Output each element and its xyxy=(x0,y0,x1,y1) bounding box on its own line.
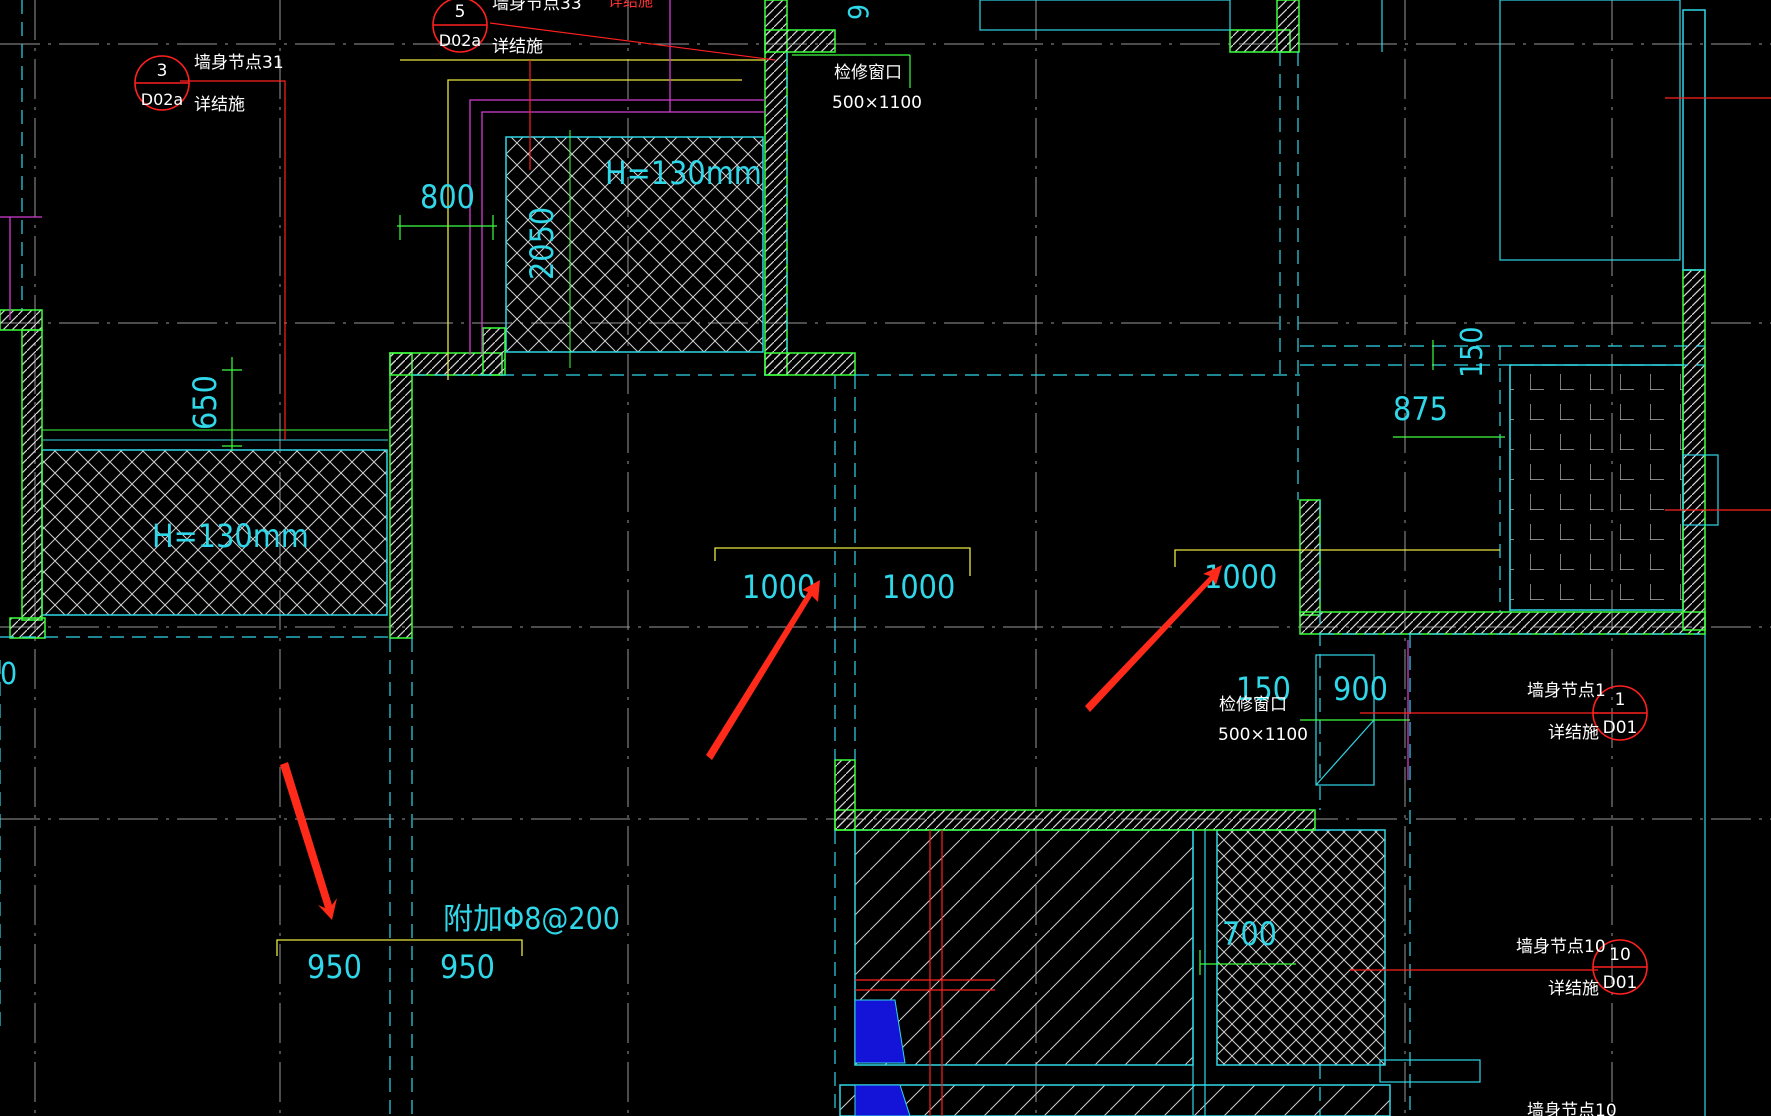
dim-150-a: 150 xyxy=(1455,326,1490,378)
cyan-dashed-lines xyxy=(0,0,1706,1116)
green-dimension-lines xyxy=(222,54,1505,975)
arrow-1 xyxy=(280,762,337,920)
callout-5-num: 5 xyxy=(455,2,466,22)
callout-1-sub: 详结施 xyxy=(1548,723,1599,743)
slab-right xyxy=(1509,364,1684,611)
callout-10-sheet: D01 xyxy=(1603,973,1638,993)
callout-1-sheet: D01 xyxy=(1603,718,1638,738)
callout-3-sub: 详结施 xyxy=(194,95,245,115)
slab-bottom xyxy=(839,829,1391,1116)
hatch-window-1-size: 500×1100 xyxy=(832,93,922,113)
callout-3-sheet: D02a xyxy=(141,90,183,109)
dim-650: 650 xyxy=(186,375,224,430)
dim-2050: 2050 xyxy=(523,207,561,280)
callout-5-sub: 详结施 xyxy=(492,37,543,57)
hatch-window-2-size: 500×1100 xyxy=(1218,725,1308,745)
hatch-window-2: 检修窗口 xyxy=(1219,695,1287,715)
red-leader-lines xyxy=(180,22,1771,1116)
callout-bottom-title: 墙身节点10 xyxy=(1527,1101,1617,1116)
walls xyxy=(0,0,1706,831)
dim-950-a: 950 xyxy=(307,948,362,986)
arrow-3 xyxy=(1085,565,1222,712)
slab-label-top: H=130mm xyxy=(605,154,762,192)
callout-1-title: 墙身节点1 xyxy=(1527,681,1606,701)
slab-label-left: H=130mm xyxy=(152,517,309,555)
callout-1-num: 1 xyxy=(1615,690,1626,710)
dim-0: 0 xyxy=(0,657,17,692)
yellow-lines xyxy=(276,59,1500,956)
callout-circles xyxy=(134,0,1648,995)
arrow-2 xyxy=(706,580,820,760)
dim-900: 900 xyxy=(1333,670,1388,708)
callout-10-title: 墙身节点10 xyxy=(1516,937,1606,957)
dim-1000-b: 1000 xyxy=(882,568,955,606)
dim-950-b: 950 xyxy=(440,948,495,986)
hatch-window-1: 检修窗口 xyxy=(834,63,902,83)
dim-1000-a: 1000 xyxy=(742,568,815,606)
blue-fills xyxy=(854,999,911,1116)
cyan-outlines xyxy=(979,0,1719,1116)
slab-top xyxy=(505,130,764,368)
dim-875: 875 xyxy=(1393,390,1448,428)
dim-800: 800 xyxy=(420,178,475,216)
callout-3-num: 3 xyxy=(157,61,168,81)
rebar-note: 附加Φ8@200 xyxy=(443,902,620,937)
callout-5-title: 墙身节点33 xyxy=(492,0,582,14)
dim-700: 700 xyxy=(1222,915,1277,953)
callout-10-sub: 详结施 xyxy=(1548,979,1599,999)
magenta-lines xyxy=(0,0,1409,780)
callout-10-num: 10 xyxy=(1609,945,1631,965)
callout-3-title: 墙身节点31 xyxy=(194,53,284,73)
callout-5-sheet: D02a xyxy=(439,31,481,50)
callout-5-extra: 详结施 xyxy=(608,0,653,10)
dim-150-b: 150 xyxy=(1236,670,1291,708)
partial-top-text: 9 xyxy=(842,4,875,20)
